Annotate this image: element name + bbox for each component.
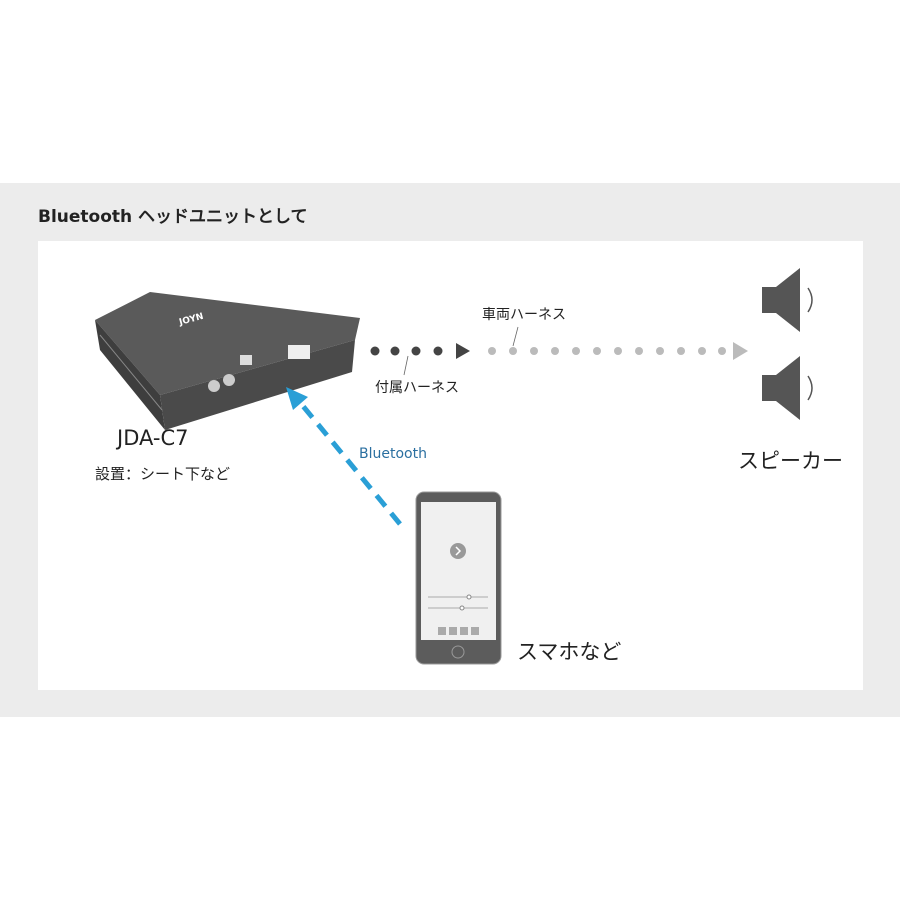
device-install-note: 設置：シート下など: [95, 465, 231, 483]
included-harness-label: 付属ハーネス: [375, 380, 459, 396]
vehicle-harness-line: [488, 342, 748, 360]
included-harness-line: [370, 343, 470, 359]
section-title: Bluetooth ヘッドユニットとして: [38, 207, 308, 227]
smartphone-image: [415, 491, 502, 665]
bluetooth-label: Bluetooth: [359, 446, 427, 462]
device-name: JDA-C7: [117, 426, 189, 450]
bluetooth-arrow: [286, 387, 402, 526]
jda-c7-device-image: JOYN: [95, 292, 360, 430]
speaker-icon: [762, 268, 813, 332]
speaker-icon: [762, 356, 813, 420]
vehicle-harness-label: 車両ハーネス: [482, 307, 566, 323]
speaker-label: スピーカー: [738, 449, 843, 473]
phone-label: スマホなど: [517, 640, 622, 664]
